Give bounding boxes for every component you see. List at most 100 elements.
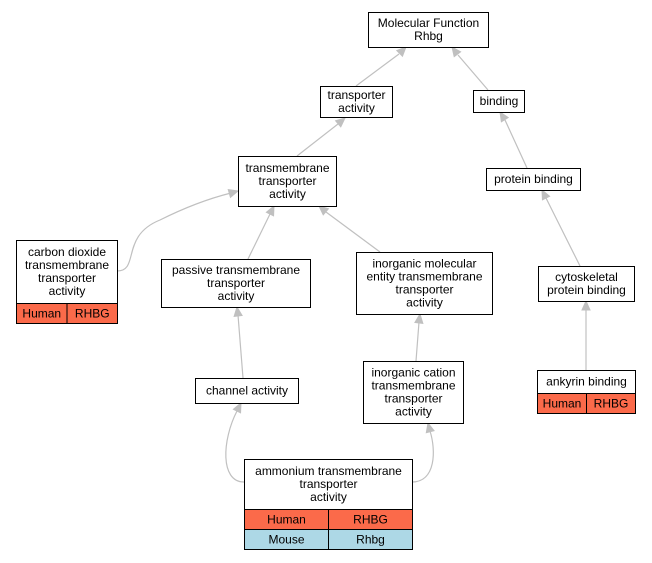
node-box	[238, 156, 337, 207]
node-label-line: activity	[406, 296, 443, 310]
node-label-line: Rhbg	[414, 29, 443, 43]
cell-text: RHBG	[353, 513, 388, 527]
go-term-node-channel[interactable]: channel activity	[195, 378, 299, 404]
edge-line	[247, 213, 271, 260]
cell-box	[66, 303, 118, 324]
gene-cell-human: RHBG	[328, 509, 413, 530]
arrowhead	[541, 188, 551, 201]
node-label-line: ammonium transmembrane	[255, 464, 402, 478]
arrowhead	[451, 46, 462, 58]
node-box	[473, 90, 525, 113]
species-cell-human: Human	[16, 303, 68, 324]
edge-line	[237, 314, 244, 379]
node-label-line: activity	[338, 101, 375, 115]
edge-line	[415, 321, 420, 362]
edge-line	[504, 119, 528, 169]
cell-text: Human	[22, 307, 61, 321]
go-term-node-protein_binding[interactable]: protein binding	[486, 168, 581, 191]
arrowhead	[232, 401, 242, 414]
edge-ammonium-to-channel	[225, 401, 245, 483]
cell-text: RHBG	[594, 397, 629, 411]
node-label-line: inorganic molecular	[372, 257, 476, 271]
arrowhead	[581, 299, 591, 311]
species-cell-mouse: Mouse	[244, 529, 329, 550]
go-term-node-inorganic_cation[interactable]: inorganic cationtransmembranetransporter…	[363, 361, 464, 424]
edge-protein_binding-to-binding	[499, 110, 528, 169]
species-cell-human: Human	[537, 393, 587, 414]
node-label-line: transporter	[327, 88, 385, 102]
node-label-line: cytoskeletal	[555, 270, 618, 284]
edge-line	[116, 192, 232, 272]
edge-ammonium-to-inorganic_cation	[411, 421, 435, 483]
arrowhead	[395, 46, 407, 58]
node-label-line: protein binding	[494, 172, 573, 186]
node-label-line: protein binding	[547, 283, 626, 297]
node-box	[320, 86, 393, 118]
node-label-line: transporter	[384, 392, 442, 406]
node-label-line: activity	[269, 187, 306, 201]
cell-text: Rhbg	[356, 533, 385, 547]
cell-box	[328, 529, 413, 550]
node-box	[356, 252, 493, 315]
arrowhead	[265, 204, 275, 217]
node-label-line: transmembrane	[25, 258, 109, 272]
edge-inorganic_cation-to-inorganic_mol	[414, 312, 424, 362]
edge-line	[545, 197, 581, 267]
edge-line	[296, 123, 339, 157]
node-box	[16, 240, 118, 304]
gene-cell-mouse: Rhbg	[328, 529, 413, 550]
edge-co2-to-tm_transporter	[116, 189, 240, 272]
node-label-line: activity	[49, 284, 86, 298]
edge-inorganic_mol-to-tm_transporter	[318, 205, 381, 253]
edge-binding-to-mf	[451, 46, 489, 91]
gene-cell-human: RHBG	[66, 303, 118, 324]
node-label-line: activity	[218, 289, 255, 303]
node-box	[486, 168, 581, 191]
node-label-line: activity	[395, 405, 432, 419]
node-label-line: transporter	[299, 477, 357, 491]
node-label-line: transporter	[258, 174, 316, 188]
node-box	[538, 266, 635, 302]
edge-channel-to-passive	[233, 305, 244, 379]
node-label-line: inorganic cation	[371, 366, 455, 380]
node-label-line: transporter	[207, 276, 265, 290]
cell-text: Human	[543, 397, 582, 411]
arrowhead	[233, 305, 243, 318]
node-label-line: transmembrane	[371, 379, 455, 393]
cell-box	[586, 393, 636, 414]
edge-ankyrin-to-cytoskeletal	[581, 299, 591, 370]
node-label-line: transporter	[38, 271, 96, 285]
edge-line	[325, 211, 381, 253]
arrowhead	[227, 189, 240, 199]
arrowhead	[414, 312, 424, 325]
edge-passive-to-tm_transporter	[247, 204, 275, 260]
arrowhead	[334, 117, 346, 128]
cell-text: Human	[267, 513, 306, 527]
node-label-line: ankyrin binding	[546, 375, 627, 389]
go-term-node-binding[interactable]: binding	[473, 90, 525, 113]
node-box	[368, 12, 489, 48]
node-box	[161, 259, 311, 308]
node-label-line: Molecular Function	[378, 16, 479, 30]
edge-line	[457, 54, 489, 91]
node-label-line: activity	[310, 490, 347, 504]
cell-text: RHBG	[75, 307, 110, 321]
node-label-line: channel activity	[206, 384, 288, 398]
node-label-line: binding	[480, 94, 519, 108]
edge-line	[225, 410, 245, 483]
node-box	[195, 378, 299, 404]
edge-tm_transporter-to-transporter	[296, 117, 346, 157]
go-term-node-co2[interactable]: carbon dioxidetransmembranetransporterac…	[16, 240, 118, 324]
go-term-node-ammonium[interactable]: ammonium transmembranetransporteractivit…	[244, 459, 413, 550]
cell-text: Mouse	[268, 533, 304, 547]
node-label-line: carbon dioxide	[28, 245, 106, 259]
node-box	[244, 459, 413, 510]
